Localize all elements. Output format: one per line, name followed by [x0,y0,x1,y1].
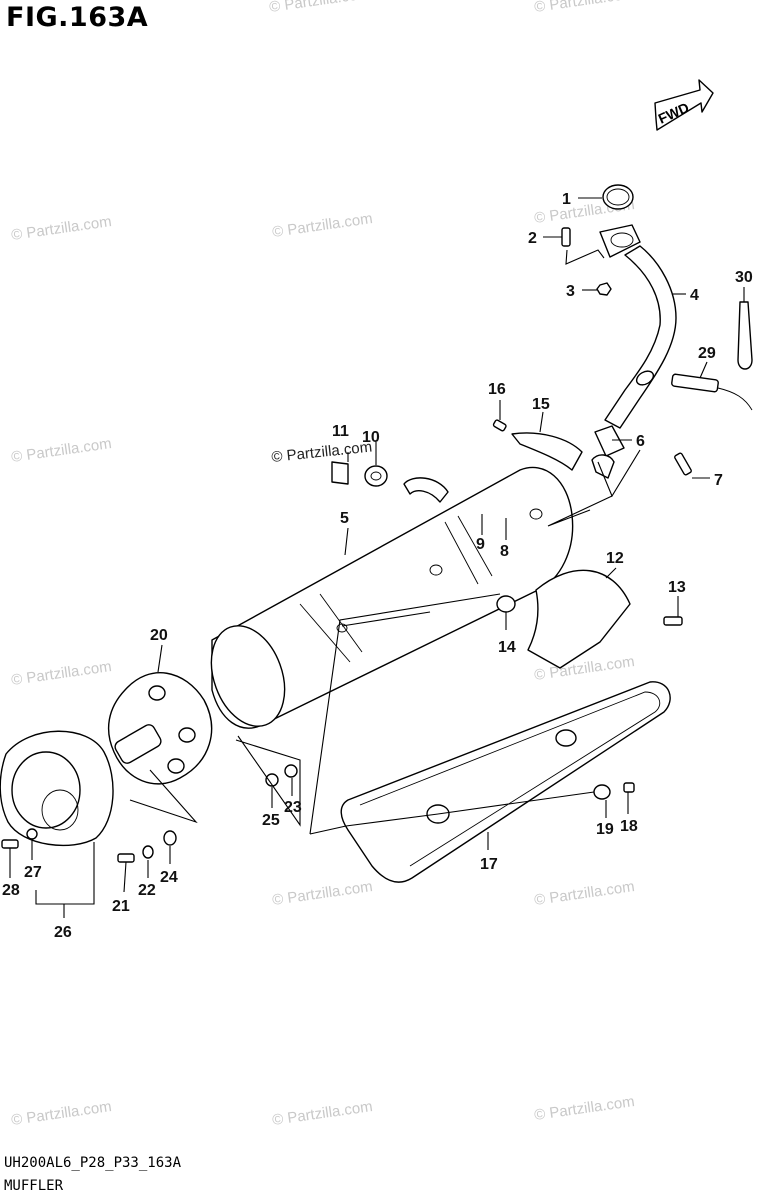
figure-title: FIG.163A [6,2,149,33]
part-number-4: 4 [690,287,699,304]
washer-24-part [163,830,177,846]
watermark: © Partzilla.com [10,658,112,689]
stud-part [561,227,571,247]
part-number-26: 26 [54,924,72,941]
screw-part [492,419,507,432]
pipe-joint-part [594,425,625,457]
part-number-21: 21 [112,898,130,915]
muffler-body-part [210,466,574,729]
washer-25-part [265,773,279,787]
part-number-25: 25 [262,812,280,829]
part-number-27: 27 [24,864,42,881]
part-number-15: 15 [532,396,550,413]
diagram-code: UH200AL6_P28_P33_163A [4,1155,182,1171]
part-number-14: 14 [498,639,516,656]
part-number-2: 2 [528,230,537,247]
part-number-7: 7 [714,472,723,489]
watermark: © Partzilla.com [271,1098,373,1129]
watermark: © Partzilla.com [533,1093,635,1124]
part-number-23: 23 [284,799,302,816]
bolt-21-part [117,853,135,863]
nut-23-part [284,764,298,778]
part-number-30: 30 [735,269,753,286]
bolt-28-part [1,839,19,849]
part-number-11: 11 [332,423,349,440]
part-number-17: 17 [480,856,498,873]
part-number-3: 3 [566,283,575,300]
heat-guard-part [340,681,671,883]
part-number-28: 28 [2,882,20,899]
end-plate-part [107,672,213,785]
part-number-29: 29 [698,345,716,362]
fwd-arrow-icon: FWD [654,79,714,131]
rubber-mount-part [496,595,516,613]
part-number-9: 9 [476,536,485,553]
oxygen-sensor-part [671,373,753,411]
part-number-19: 19 [596,821,614,838]
watermark: © Partzilla.com [271,878,373,909]
part-number-8: 8 [500,543,509,560]
watermark-dark: © Partzilla.com [271,439,373,466]
nut-part [596,282,612,296]
part-number-1: 1 [562,191,571,208]
part-number-12: 12 [606,550,624,567]
watermark: © Partzilla.com [10,213,112,244]
watermark: © Partzilla.com [533,0,635,16]
screw-18-part [623,782,635,793]
washer-27-part [26,828,38,840]
leader-lines [9,197,745,918]
part-number-10: 10 [362,429,380,446]
washer-22-part [142,845,154,859]
watermark: © Partzilla.com [268,0,370,16]
watermark: © Partzilla.com [271,210,373,241]
part-number-16: 16 [488,381,506,398]
exhaust-pipe-part [599,224,677,429]
part-number-labels: 1 2 3 4 5 6 7 8 9 10 11 12 13 14 15 16 1… [2,191,753,941]
watermark: © Partzilla.com [10,1098,112,1129]
part-number-18: 18 [620,818,638,835]
bolt-part [674,452,692,476]
clip-part [737,301,753,370]
tail-cover-part [0,730,114,847]
heat-shield-small-part [511,432,583,471]
washer-19-part [593,784,611,800]
part-number-22: 22 [138,882,156,899]
heat-shield-rear-part [527,569,631,669]
part-number-6: 6 [636,433,645,450]
diagram-name: MUFFLER [4,1178,64,1194]
watermark: © Partzilla.com [533,878,635,909]
part-number-20: 20 [150,627,168,644]
grommet-part [364,465,388,487]
watermark: © Partzilla.com [10,435,112,466]
part-number-13: 13 [668,579,686,596]
part-number-5: 5 [340,510,349,527]
bolt-11-part [331,461,349,485]
part-number-24: 24 [160,869,178,886]
screw-13-part [663,616,683,626]
